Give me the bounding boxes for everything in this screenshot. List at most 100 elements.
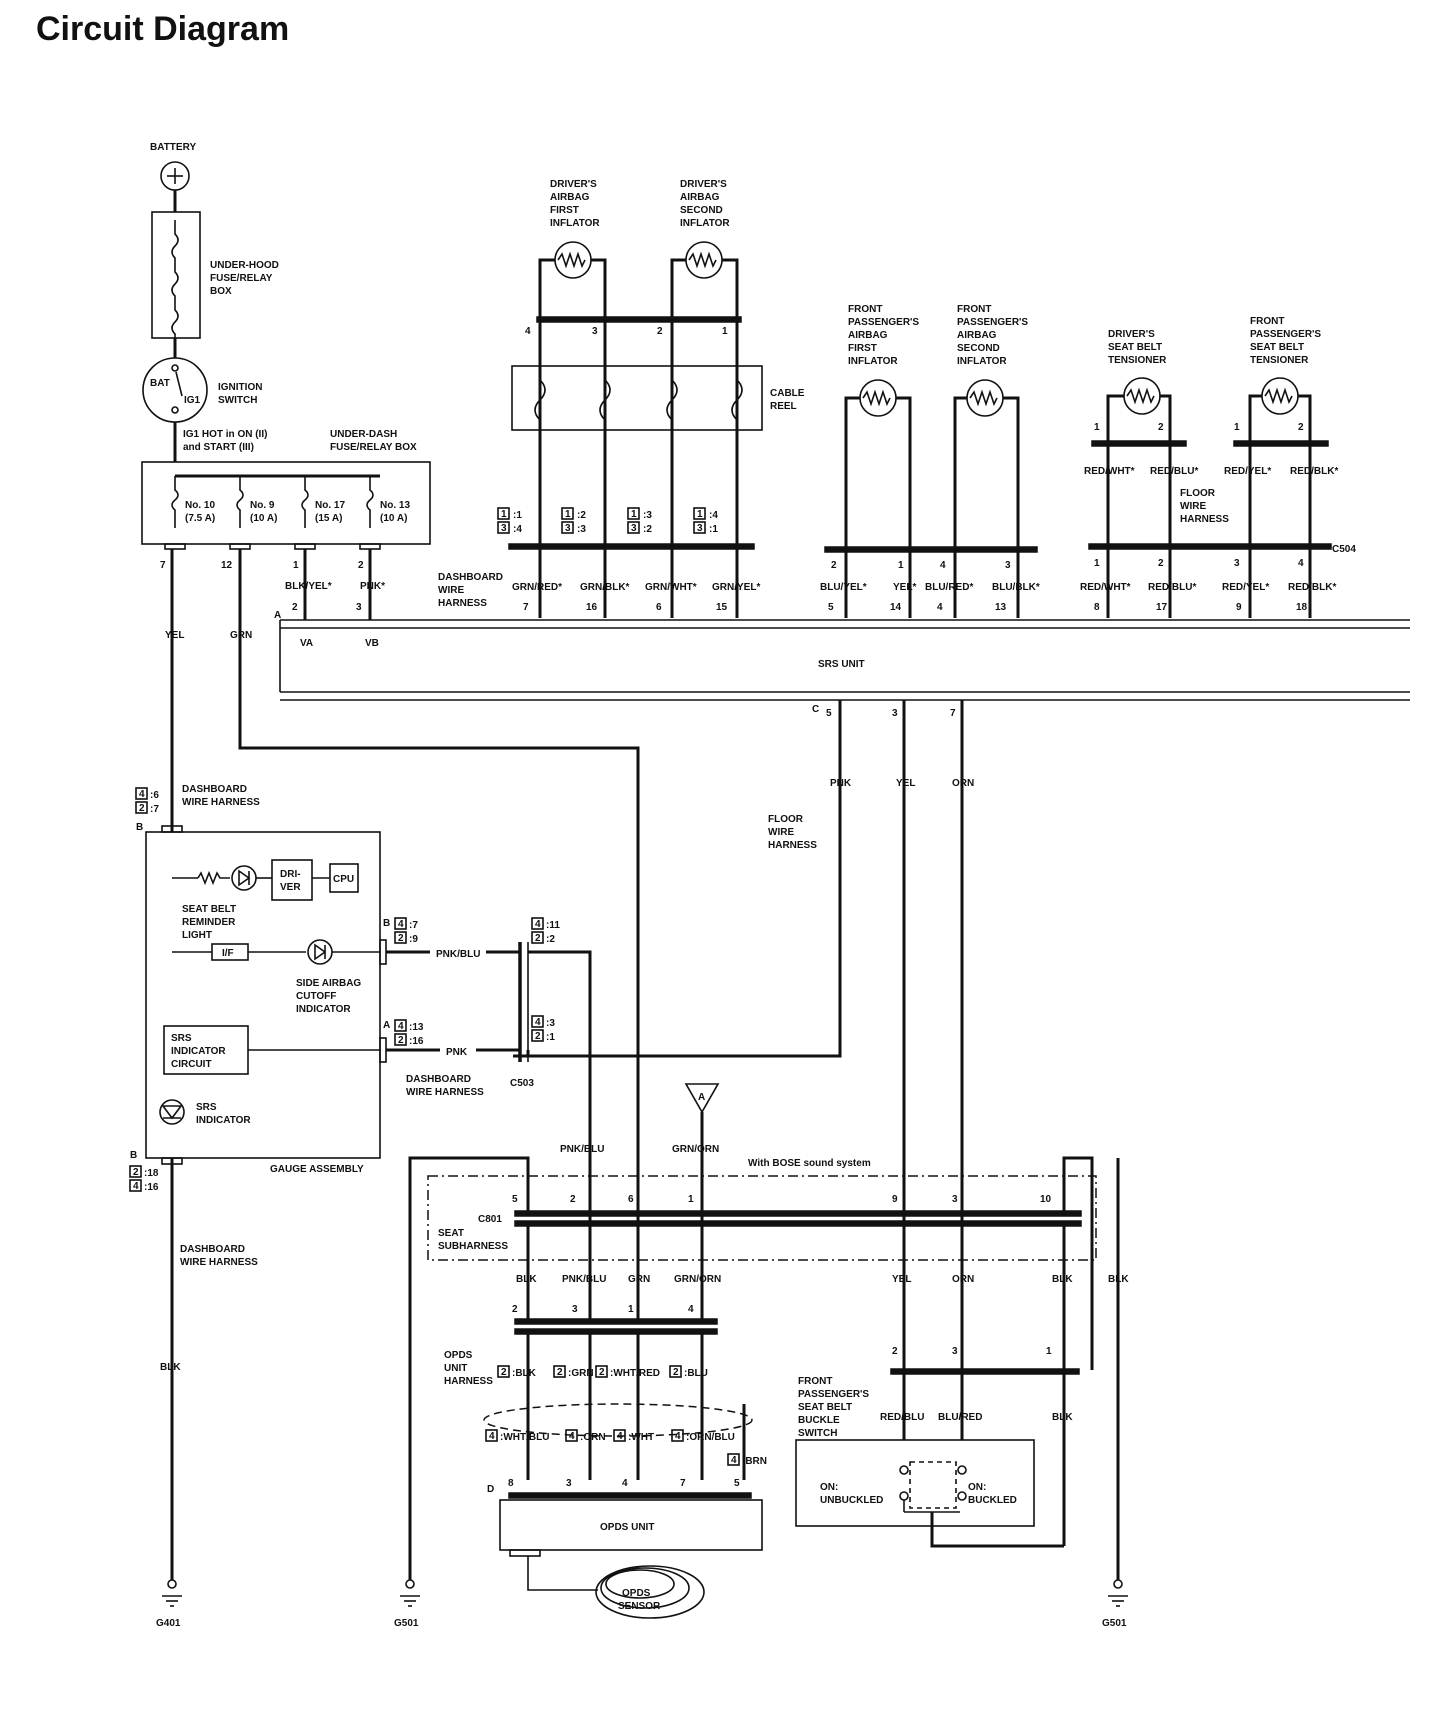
svg-text:VER: VER [280, 882, 301, 893]
drivers-airbag-second-inflator: DRIVER'S AIRBAG SECOND INFLATOR [670, 179, 739, 320]
svg-text:5: 5 [734, 1478, 740, 1489]
svg-text:FRONT: FRONT [798, 1376, 832, 1387]
svg-text:YEL*: YEL* [893, 582, 916, 593]
svg-text:OPDS: OPDS [622, 1588, 651, 1599]
inflator-connector-pins: 1:1 3:4 1:2 3:3 1:3 3:2 1:4 3:1 [497, 507, 718, 535]
svg-text:OPDS: OPDS [444, 1350, 473, 1361]
svg-text:5: 5 [512, 1194, 518, 1205]
svg-text:2: 2 [398, 933, 404, 944]
svg-text:PASSENGER'S: PASSENGER'S [798, 1389, 869, 1400]
svg-text:SEAT BELT: SEAT BELT [1250, 342, 1304, 353]
svg-text:ON:: ON: [968, 1482, 986, 1493]
driver-block [271, 859, 313, 901]
page-title: Circuit Diagram [36, 10, 289, 48]
svg-text:FIRST: FIRST [550, 205, 579, 216]
svg-text:RED/BLU: RED/BLU [880, 1412, 924, 1423]
svg-text:WIRE HARNESS: WIRE HARNESS [180, 1257, 258, 1268]
svg-text:4: 4 [398, 1021, 404, 1032]
svg-text:4: 4 [525, 326, 531, 337]
svg-text:SEAT BELT: SEAT BELT [798, 1402, 852, 1413]
svg-text:3: 3 [631, 523, 637, 534]
svg-text:BLK: BLK [516, 1274, 537, 1285]
svg-text::2: :2 [643, 524, 652, 535]
svg-text:SWITCH: SWITCH [798, 1428, 837, 1439]
svg-text:CABLE: CABLE [770, 388, 805, 399]
svg-text::9: :9 [409, 934, 418, 945]
svg-text::WHT/RED: :WHT/RED [610, 1368, 660, 1379]
svg-text:BUCKLED: BUCKLED [968, 1495, 1017, 1506]
svg-text:(10 A): (10 A) [250, 513, 277, 524]
svg-text:12: 12 [221, 560, 233, 571]
svg-text:A: A [698, 1092, 705, 1103]
svg-text::WHT/BLU: :WHT/BLU [500, 1432, 549, 1443]
svg-text:No. 17: No. 17 [315, 500, 345, 511]
svg-text:16: 16 [586, 602, 598, 613]
svg-text:8: 8 [508, 1478, 514, 1489]
drivers-airbag-first-inflator: DRIVER'S AIRBAG FIRST INFLATOR [538, 179, 607, 320]
svg-text:4: 4 [139, 789, 145, 800]
svg-text:BLK: BLK [1108, 1274, 1129, 1285]
ignition-switch-label: IGNITION SWITCH [218, 382, 262, 406]
svg-text:HARNESS: HARNESS [438, 598, 487, 609]
ig1-hot-note: IG1 HOT in ON (II) and START (III) [183, 429, 267, 453]
ground-g501-left: G501 [394, 1579, 420, 1629]
svg-text:2: 2 [1158, 422, 1164, 433]
svg-text:INDICATOR: INDICATOR [171, 1046, 226, 1057]
svg-text:REMINDER: REMINDER [182, 917, 236, 928]
opds-unit [499, 1499, 763, 1551]
svg-text:GRN/ORN: GRN/ORN [674, 1274, 721, 1285]
svg-text:DRIVER'S: DRIVER'S [550, 179, 597, 190]
opds-shield [483, 1403, 753, 1437]
svg-text:9: 9 [1236, 602, 1242, 613]
seat-belt-reminder-label: SEAT BELT REMINDER LIGHT [182, 904, 236, 941]
svg-text:2: 2 [535, 1031, 541, 1042]
ground-g401: G401 [156, 1579, 182, 1629]
svg-text:CUTOFF: CUTOFF [296, 991, 336, 1002]
svg-text:SRS: SRS [171, 1033, 192, 1044]
svg-text:AIRBAG: AIRBAG [848, 330, 888, 341]
svg-text:BOX: BOX [210, 286, 232, 297]
svg-text:1: 1 [1234, 422, 1240, 433]
svg-text:TENSIONER: TENSIONER [1108, 355, 1167, 366]
svg-text::18: :18 [144, 1168, 159, 1179]
svg-text:6: 6 [656, 602, 662, 613]
wire-pnk-label-2: PNK [446, 1047, 468, 1058]
svg-text:2: 2 [358, 560, 364, 571]
svg-text:No. 10: No. 10 [185, 500, 215, 511]
floor-harness-label-top: FLOOR WIRE HARNESS [1180, 488, 1229, 525]
svg-text:3: 3 [566, 1478, 572, 1489]
svg-text::2: :2 [577, 510, 586, 521]
svg-text:7: 7 [523, 602, 529, 613]
underhood-fuse-label: UNDER-HOOD FUSE/RELAY BOX [210, 260, 279, 297]
svg-text:7: 7 [680, 1478, 686, 1489]
svg-text:VB: VB [365, 638, 379, 649]
svg-text:RED/BLK*: RED/BLK* [1288, 582, 1336, 593]
wire-blk-label-gauge: BLK [160, 1362, 181, 1373]
dashboard-harness-label-gauge-top: DASHBOARD WIRE HARNESS [182, 784, 260, 808]
svg-text:DASHBOARD: DASHBOARD [406, 1074, 471, 1085]
svg-text:3: 3 [1234, 558, 1240, 569]
svg-text:2: 2 [1298, 422, 1304, 433]
svg-text:3: 3 [356, 602, 362, 613]
svg-text:A: A [274, 610, 281, 621]
svg-text:13: 13 [995, 602, 1007, 613]
battery-label: BATTERY [150, 142, 196, 153]
svg-text:FLOOR: FLOOR [1180, 488, 1216, 499]
svg-text:FRONT: FRONT [848, 304, 882, 315]
svg-text:4: 4 [398, 919, 404, 930]
svg-text:DRIVER'S: DRIVER'S [1108, 329, 1155, 340]
svg-text:9: 9 [892, 1194, 898, 1205]
svg-text:7: 7 [160, 560, 166, 571]
svg-text:2: 2 [501, 1367, 507, 1378]
svg-text:No. 9: No. 9 [250, 500, 275, 511]
svg-text:1: 1 [1094, 558, 1100, 569]
svg-text:2: 2 [557, 1367, 563, 1378]
svg-text:BLU/RED: BLU/RED [938, 1412, 982, 1423]
svg-text:PASSENGER'S: PASSENGER'S [957, 317, 1028, 328]
svg-text::WHT: :WHT [628, 1432, 654, 1443]
svg-text:WIRE HARNESS: WIRE HARNESS [406, 1087, 484, 1098]
svg-text:G401: G401 [156, 1618, 181, 1629]
svg-text:BLU/RED*: BLU/RED* [925, 582, 973, 593]
svg-text:4: 4 [617, 1431, 623, 1442]
battery-section: BATTERY UNDER-HOOD FUSE/RELAY BOX BAT IG… [141, 142, 431, 571]
